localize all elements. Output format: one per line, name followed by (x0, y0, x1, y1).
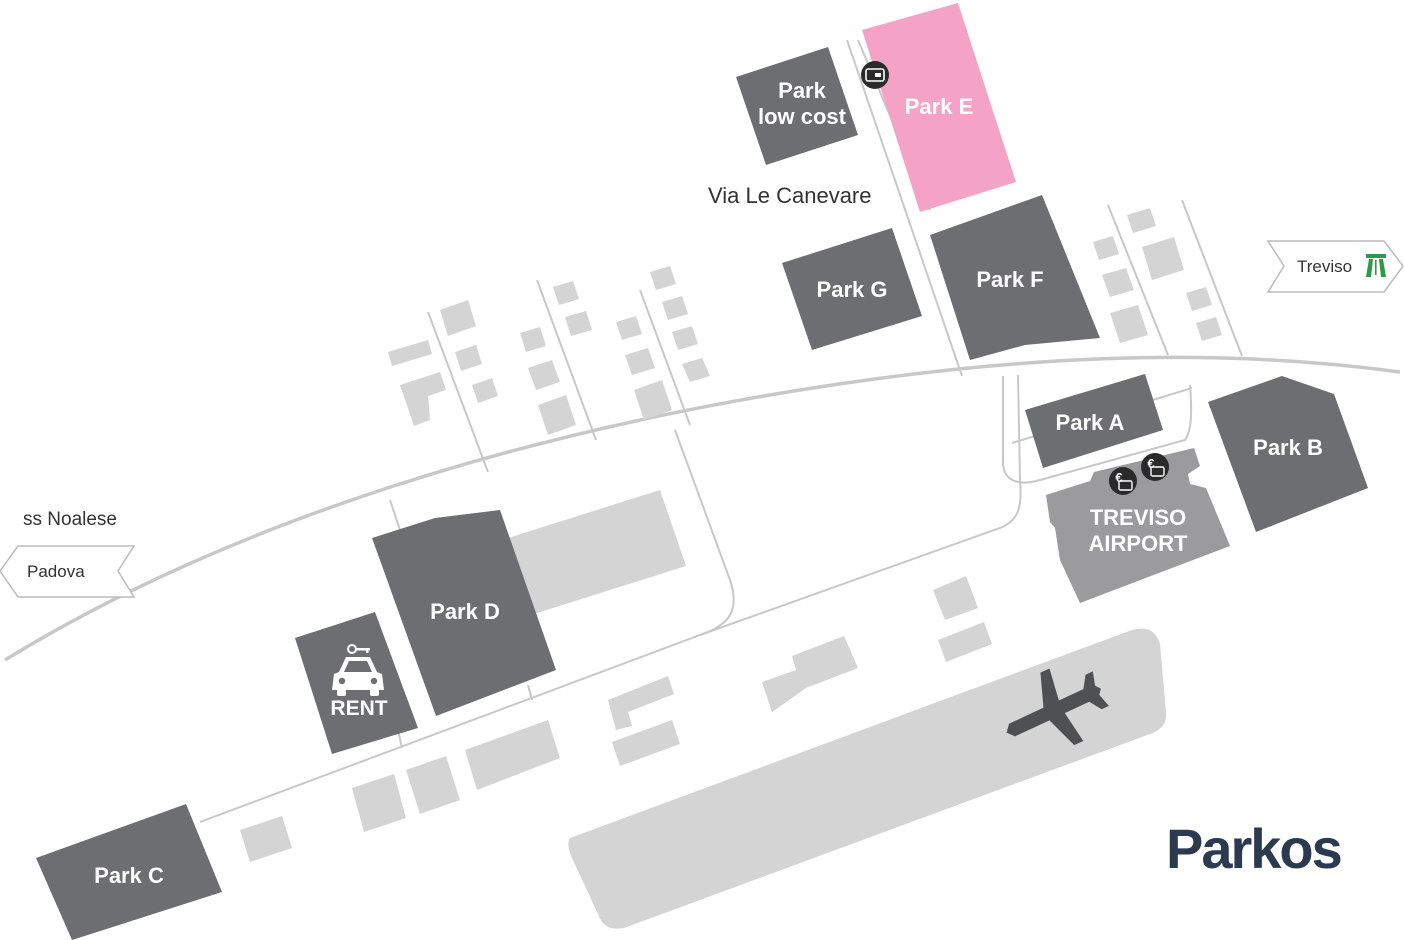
road-label-via-canevare: Via Le Canevare (708, 183, 872, 208)
direction-sign-treviso[interactable]: Treviso (1266, 240, 1404, 293)
parking-e-label: Park E (905, 94, 974, 119)
direction-sign-padova[interactable]: Padova (0, 545, 136, 598)
parking-low-cost[interactable]: Park low cost (736, 47, 858, 165)
terminal-label-1: TREVISO (1090, 505, 1187, 530)
parking-e[interactable]: Park E (862, 3, 1016, 212)
terminal-label-2: AIRPORT (1089, 531, 1189, 556)
road-label-ss-noalese: ss Noalese (23, 509, 117, 530)
roads (4, 39, 1401, 823)
parking-a-label: Park A (1056, 410, 1125, 435)
parking-f[interactable]: Park F (930, 195, 1100, 360)
parking-low-cost-label-2: low cost (758, 104, 847, 129)
car-rental[interactable]: RENT (295, 612, 418, 754)
euro-payment-icon: € (1109, 467, 1137, 495)
runway (568, 628, 1167, 929)
svg-text:€: € (1147, 456, 1154, 471)
motorway-icon (1366, 254, 1386, 277)
car-rental-label: RENT (330, 697, 387, 720)
terminal[interactable]: TREVISO AIRPORT (1046, 448, 1230, 603)
card-payment-icon (861, 61, 889, 89)
parkos-logo: Parkos (1166, 817, 1341, 880)
direction-label-treviso: Treviso (1297, 257, 1352, 276)
euro-payment-icon: € (1141, 453, 1169, 481)
airplane-icon (1006, 668, 1109, 746)
parking-c[interactable]: Park C (36, 804, 222, 940)
parking-f-label: Park F (976, 267, 1043, 292)
parking-g[interactable]: Park G (782, 228, 922, 350)
parking-c-label: Park C (94, 863, 164, 888)
svg-text:€: € (1115, 470, 1122, 485)
parking-d[interactable]: Park D (372, 510, 556, 716)
parking-low-cost-label-1: Park (778, 78, 826, 103)
parking-b[interactable]: Park B (1208, 376, 1368, 532)
parking-g-label: Park G (817, 277, 888, 302)
main-road (4, 355, 1401, 662)
direction-label-padova: Padova (27, 562, 85, 581)
buildings (240, 208, 1222, 929)
parking-d-label: Park D (430, 599, 500, 624)
parking-a[interactable]: Park A (1025, 374, 1163, 468)
parking-b-label: Park B (1253, 435, 1323, 460)
